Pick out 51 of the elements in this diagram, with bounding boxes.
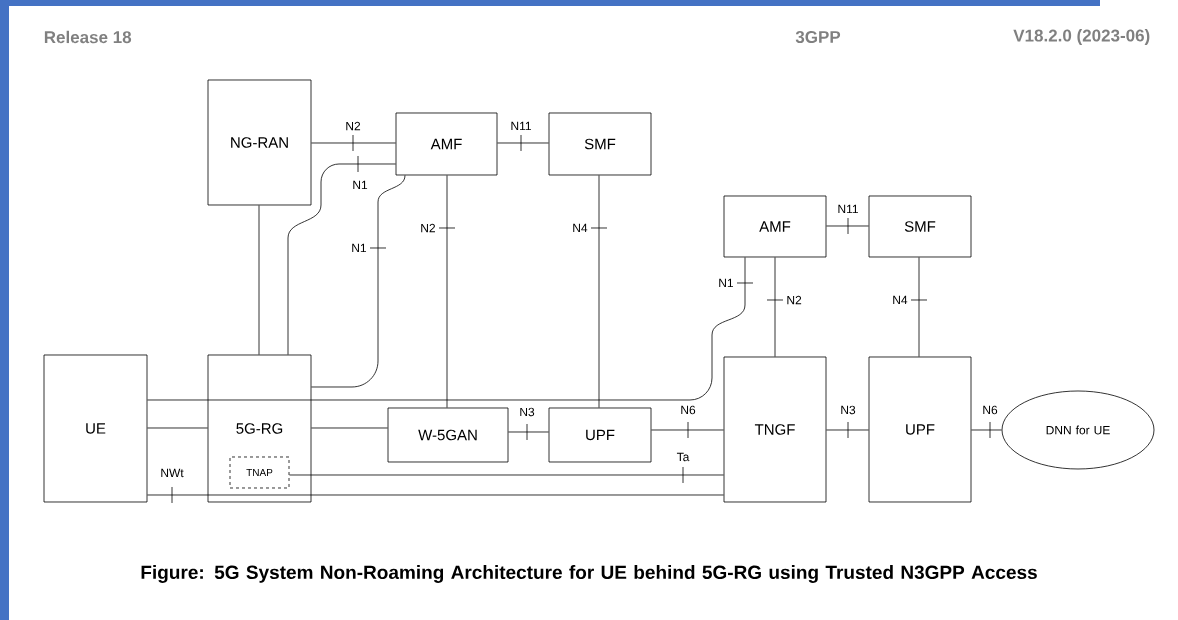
edge-label: N11 — [509, 120, 533, 132]
interface-line — [497, 134, 549, 152]
interface-line — [766, 257, 784, 357]
function-box: AMF — [723, 195, 827, 258]
edge-label: NWt — [159, 467, 185, 479]
interface-line — [826, 217, 869, 235]
edge-label: N3 — [839, 404, 857, 416]
interface-line — [826, 421, 869, 439]
ellipse-node: DNN for UE — [1001, 390, 1155, 470]
edge-label: N1 — [351, 179, 369, 191]
interface-line — [147, 486, 724, 504]
edge-label: N2 — [785, 294, 803, 306]
header-text: Release 18 — [44, 30, 132, 44]
function-box: SMF — [548, 112, 652, 176]
edge-label: N3 — [518, 406, 536, 418]
interface-line — [590, 175, 608, 408]
function-box: TNGF — [723, 356, 827, 503]
interface-line — [971, 421, 1002, 439]
interface-line — [311, 427, 388, 429]
edge-label: N2 — [344, 120, 362, 132]
edge-label: N1 — [717, 277, 735, 289]
interface-line — [258, 205, 260, 355]
edge-label: N4 — [571, 222, 589, 234]
function-box: W-5GAN — [387, 407, 509, 463]
figure-caption: Figure: 5G System Non-Roaming Architecture for UE behind 5G-RG using Trusted N3GPP Access — [141, 565, 1037, 583]
function-box: UE — [43, 354, 148, 503]
edge-label: N6 — [981, 404, 999, 416]
function-box: SMF — [868, 195, 972, 258]
dashed-box: TNAP — [229, 456, 290, 489]
interface-line — [289, 466, 724, 484]
function-box: UPF — [548, 407, 652, 463]
edge-label: Ta — [675, 451, 691, 463]
interface-line — [651, 421, 724, 439]
edge-label: N2 — [419, 222, 437, 234]
header-text: 3GPP — [795, 30, 841, 43]
interface-line — [311, 175, 406, 388]
edge-label: N6 — [679, 404, 697, 416]
interface-line — [311, 134, 396, 152]
edge-label: N4 — [891, 294, 909, 306]
interface-line — [147, 427, 208, 429]
function-box: NG-RAN — [207, 79, 312, 206]
interface-line — [910, 257, 928, 357]
header-text: V18.2.0 (2023-06) — [1013, 29, 1150, 45]
interface-line — [287, 155, 396, 355]
function-box: UPF — [868, 356, 972, 503]
interface-line — [438, 175, 456, 408]
interface-line — [147, 257, 754, 401]
function-box: AMF — [395, 112, 498, 176]
interface-line — [508, 423, 549, 441]
edge-label: N1 — [350, 242, 368, 254]
edge-label: N11 — [836, 203, 860, 215]
